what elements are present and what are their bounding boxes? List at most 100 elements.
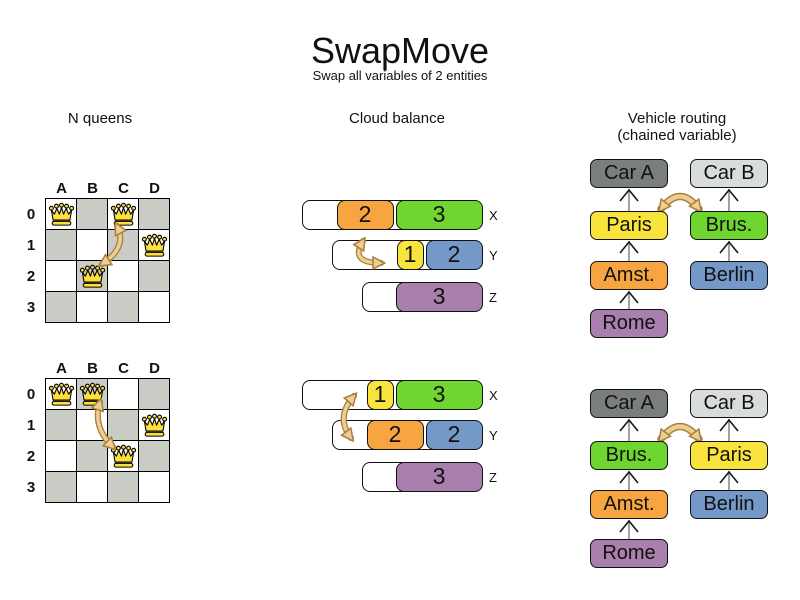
cloud-process-block: 3 [395,199,483,230]
queen-icon [48,382,75,406]
board-cell [77,410,107,440]
cloud-process-block: 2 [425,239,483,270]
board-cell [46,261,76,291]
board-cell [139,379,169,409]
vehicle-visit-box: Amst. [590,490,668,519]
chain-link-arrow [619,188,639,212]
cloud-process-block: 2 [366,419,424,450]
cloud-computer-z-after: 3 [362,461,483,492]
cloud-row-label: Z [489,290,497,305]
board-col-label: A [56,180,67,197]
board-cell [77,441,107,471]
board-col-label: D [149,180,160,197]
vehicle-visit-box: Rome [590,539,668,568]
cloud-row-label: X [489,388,498,403]
cloud-process-block: 2 [425,419,483,450]
page-subtitle: Swap all variables of 2 entities [312,68,488,83]
board-row-label: 3 [26,479,36,496]
chain-link-arrow [619,470,639,491]
chain-connectors [619,188,739,540]
cloud-process-block: 3 [395,461,483,492]
vehicle-visit-box: Brus. [690,211,768,240]
cloud-row-label: Y [489,248,498,263]
cloud-row-label: Y [489,428,498,443]
queen-icon [141,413,168,437]
board-cell [46,410,76,440]
cloud-row-label: Z [489,470,497,485]
swap-arrow-vehicle-before [657,192,703,210]
board-row-label: 0 [26,206,36,223]
page-title: SwapMove [310,30,490,71]
board-cell [139,441,169,471]
cloud-row-label: X [489,208,498,223]
cloud-process-block: 3 [395,281,483,312]
vehicle-visit-box: Paris [690,441,768,470]
cloud-process-block: 1 [396,239,424,270]
board-col-label: C [118,360,129,377]
vehicle-anchor-box: Car B [690,159,768,188]
board-cell [77,230,107,260]
board-cell [77,199,107,229]
chain-link-arrow [719,240,739,262]
nqueens-board-before [45,198,170,323]
chain-link-arrow [619,418,639,442]
board-cell [46,230,76,260]
board-cell [46,292,76,322]
vehicle-visit-box: Paris [590,211,668,240]
board-cell [77,292,107,322]
vehicle-anchor-box: Car A [590,159,668,188]
board-col-label: A [56,360,67,377]
board-row-label: 0 [26,386,36,403]
queen-icon [79,382,106,406]
cloud-process-block: 1 [366,379,394,410]
vehicle-visit-box: Rome [590,309,668,338]
cloud-process-block: 2 [336,199,394,230]
board-cell [108,230,138,260]
queen-icon [110,444,137,468]
queen-icon [141,233,168,257]
chain-link-arrow [719,470,739,491]
vehicle-visit-box: Berlin [690,261,768,290]
board-row-label: 2 [26,448,36,465]
board-cell [108,379,138,409]
board-row-label: 1 [26,417,36,434]
chain-link-arrow [619,240,639,262]
board-cell [139,292,169,322]
board-cell [77,472,107,502]
nqueens-board-after [45,378,170,503]
board-cell [108,261,138,291]
board-cell [108,292,138,322]
queen-icon [48,202,75,226]
board-cell [108,472,138,502]
board-row-label: 2 [26,268,36,285]
board-col-label: C [118,180,129,197]
board-col-label: B [87,360,98,377]
board-cell [139,199,169,229]
cloud-computer-z-before: 3 [362,281,483,312]
vehicle-anchor-box: Car A [590,389,668,418]
board-cell [46,472,76,502]
swap-arrow-vehicle-after [657,422,703,440]
section-label-cloud: Cloud balance [349,110,445,127]
board-row-label: 1 [26,237,36,254]
board-cell [46,441,76,471]
vehicle-visit-box: Berlin [690,490,768,519]
section-label-nqueens: N queens [67,110,133,127]
board-row-label: 3 [26,299,36,316]
chain-link-arrow [719,188,739,212]
cloud-process-block: 3 [395,379,483,410]
chain-link-arrow [719,418,739,442]
board-cell [108,410,138,440]
vehicle-visit-box: Brus. [590,441,668,470]
board-col-label: B [87,180,98,197]
board-cell [139,472,169,502]
queen-icon [110,202,137,226]
board-col-label: D [149,360,160,377]
section-label-vehicle: Vehicle routing [627,110,727,127]
vehicle-anchor-box: Car B [690,389,768,418]
